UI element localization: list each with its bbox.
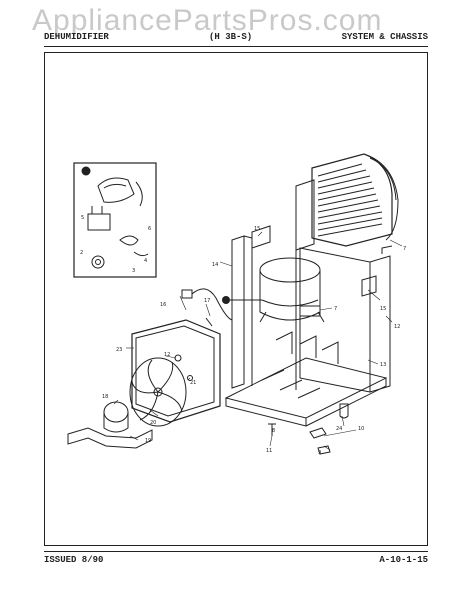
inset-badge-number: 1 [85,169,88,175]
callout-3: 3 [132,268,135,274]
page-number: A-10-1-15 [379,555,428,565]
callout-7: 7 [403,246,406,252]
fan-shroud [131,319,221,423]
callout-15b: 15 [380,306,386,312]
header-rule [44,46,428,47]
callout-5: 5 [81,215,84,221]
callout-15: 15 [254,226,260,232]
diagram-frame [44,52,428,546]
model-label: (H 3B-S) [209,32,253,42]
leader-lines [113,231,403,451]
footer-rule [44,551,428,552]
callout-4: 4 [144,258,147,264]
callout-12: 12 [394,324,400,330]
inset-badge-icon [81,166,91,176]
callout-14: 14 [212,262,218,268]
condenser-coil [311,153,399,247]
callout-17: 17 [204,298,210,304]
chassis-frame [295,179,393,393]
callout-2: 2 [80,250,83,256]
callout-12b: 12 [164,352,170,358]
callout-6: 6 [148,226,151,232]
callout-13: 13 [380,362,386,368]
support-post [231,225,271,389]
callout-9: 9 [318,450,321,456]
compressor [222,257,325,323]
callout-20: 20 [150,420,156,426]
page-header: DEHUMIDIFIER (H 3B-S) SYSTEM & CHASSIS [44,32,428,44]
callout-1: 7 [334,306,337,312]
hardware-parts [268,403,349,455]
fan-blade [129,357,187,427]
section-label: SYSTEM & CHASSIS [341,32,428,42]
inset-detail-box [73,162,157,278]
watermark-text: AppliancePartsPros.com [32,4,383,37]
fan-motor [103,401,129,433]
power-cord [181,288,233,327]
callout-11: 11 [266,448,272,454]
compressor-badge-icon [222,296,230,304]
callout-23: 23 [116,347,122,353]
callout-21: 21 [190,380,196,386]
issued-date: ISSUED 8/90 [44,555,104,565]
product-label: DEHUMIDIFIER [44,32,109,42]
callout-8: 8 [272,428,275,434]
callout-labels: 5 2 6 4 3 7 15 14 16 17 7 15 12 13 23 12… [80,169,406,456]
callout-10: 10 [358,426,364,432]
callout-18: 18 [102,394,108,400]
base-pan [224,331,388,427]
callout-19: 19 [145,438,151,444]
callout-24: 24 [336,426,342,432]
motor-bracket [67,427,153,449]
callout-16: 16 [160,302,166,308]
